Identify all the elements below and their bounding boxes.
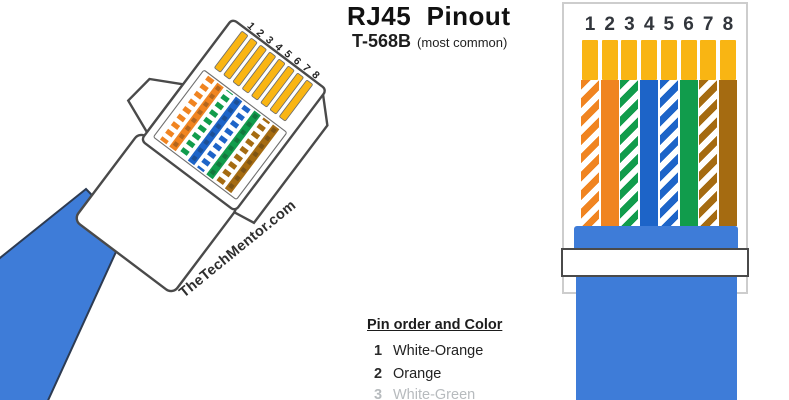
contact-pin (680, 40, 697, 80)
wire-column-7: 7 (699, 12, 718, 226)
wire-column-2: 2 (600, 12, 619, 226)
t568b-wire-columns: 1 2 3 4 5 6 7 (581, 12, 737, 226)
standard-note: (most common) (417, 35, 508, 50)
page-title: RJ45 Pinout (347, 1, 511, 31)
contact-pin (719, 40, 736, 80)
subtitle: T-568B (most common) (352, 31, 507, 52)
wire-column-8: 8 (718, 12, 737, 226)
wire-orange (600, 80, 619, 226)
contact-pin (621, 40, 638, 80)
wire-column-5: 5 (659, 12, 678, 226)
connector-wires (159, 75, 280, 194)
wire-white-brown (699, 80, 718, 226)
wire-white-green (620, 80, 639, 226)
wire-blue (640, 80, 659, 226)
contact-pin (582, 40, 598, 80)
wire-brown (718, 80, 737, 226)
rj45-connector-illustration: 1 2 3 4 5 6 7 8 TheTechMentor.com (0, 19, 329, 400)
contact-pin (700, 40, 717, 80)
wire-window (153, 70, 287, 200)
wire-white-blue (659, 80, 678, 226)
contact-pin (641, 40, 658, 80)
contact-pin (601, 40, 618, 80)
connector-pins (214, 31, 313, 121)
wire-column-6: 6 (679, 12, 698, 226)
cable-strap (561, 248, 749, 277)
cable-jacket-top (574, 226, 738, 250)
wire-white-orange (581, 80, 599, 226)
wire-column-1: 1 (581, 12, 599, 226)
wire-green (679, 80, 698, 226)
cable-jacket-bottom (576, 277, 737, 400)
wire-column-4: 4 (640, 12, 659, 226)
standard-name: T-568B (352, 31, 412, 51)
wire-column-3: 3 (620, 12, 639, 226)
pin-list-heading: Pin order and Color (367, 317, 503, 333)
contact-pin (660, 40, 677, 80)
